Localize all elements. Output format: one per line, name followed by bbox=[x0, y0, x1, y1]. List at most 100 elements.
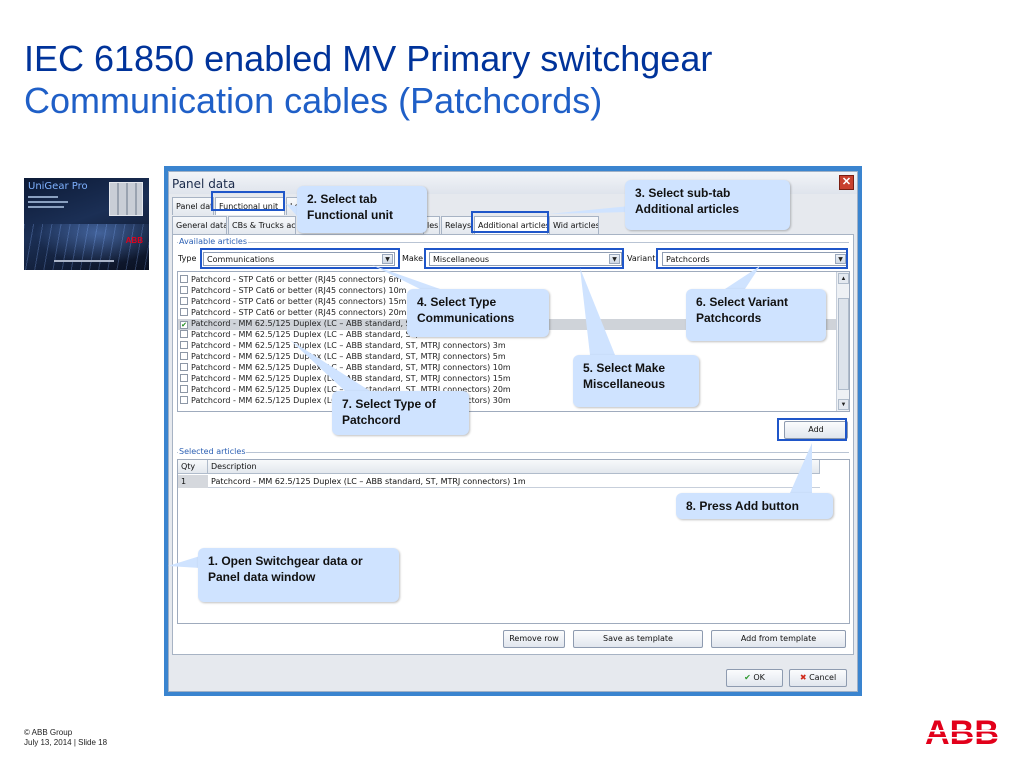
selected-articles-table: Qty Description 1 Patchcord - MM 62.5/12… bbox=[177, 459, 850, 624]
article-list-item[interactable]: Patchcord - MM 62.5/125 Duplex (LC – ABB… bbox=[178, 396, 836, 407]
thumbnail-title: UniGear Pro bbox=[28, 181, 88, 192]
make-select-value: Miscellaneous bbox=[433, 255, 490, 264]
article-list-item[interactable]: Patchcord - MM 62.5/125 Duplex (LC – ABB… bbox=[178, 330, 836, 341]
close-icon[interactable]: ✕ bbox=[839, 175, 854, 190]
articles-scrollbar[interactable]: ▲ ▼ bbox=[836, 272, 849, 411]
variant-label: Variant bbox=[627, 254, 656, 263]
article-label: Patchcord - STP Cat6 or better (RJ45 con… bbox=[191, 275, 402, 284]
thumbnail-text-line bbox=[28, 206, 64, 208]
panel-data-dialog: Panel data ✕ Panel data Functional unit … bbox=[168, 171, 858, 692]
article-label: Patchcord - MM 62.5/125 Duplex (LC – ABB… bbox=[191, 374, 511, 383]
callout-select-functional-unit: 2. Select tab Functional unit bbox=[297, 186, 427, 233]
variant-select-value: Patchcords bbox=[666, 255, 710, 264]
table-cell-description[interactable]: Patchcord - MM 62.5/125 Duplex (LC – ABB… bbox=[208, 475, 820, 488]
article-checkbox[interactable] bbox=[180, 297, 188, 305]
article-label: Patchcord - MM 62.5/125 Duplex (LC – ABB… bbox=[191, 341, 506, 350]
selected-articles-label: Selected articles bbox=[178, 447, 247, 456]
footer-date-slide: July 13, 2014 | Slide 18 bbox=[24, 738, 108, 747]
article-checkbox[interactable] bbox=[180, 396, 188, 404]
thumbnail-text-line bbox=[28, 201, 68, 203]
scroll-down-icon[interactable]: ▼ bbox=[838, 399, 849, 410]
article-checkbox[interactable] bbox=[180, 385, 188, 393]
thumbnail-text-line bbox=[28, 196, 58, 198]
article-checkbox[interactable] bbox=[180, 341, 188, 349]
article-list-item[interactable]: Patchcord - STP Cat6 or better (RJ45 con… bbox=[178, 297, 836, 308]
highlight-add-button bbox=[777, 418, 847, 441]
callout-select-make: 5. Select Make Miscellaneous bbox=[573, 355, 699, 407]
checkmark-icon: ✔ bbox=[744, 673, 751, 682]
table-cell-qty[interactable]: 1 bbox=[178, 475, 208, 488]
callout-select-variant: 6. Select Variant Patchcords bbox=[686, 289, 826, 341]
callout-select-type: 4. Select Type Communications bbox=[407, 289, 549, 337]
sub-tab-row: General data CBs & Trucks acc les Relays… bbox=[172, 216, 854, 234]
highlight-additional-articles-tab bbox=[471, 211, 549, 233]
article-list-item[interactable]: Patchcord - MM 62.5/125 Duplex (LC – ABB… bbox=[178, 341, 836, 352]
article-label: Patchcord - STP Cat6 or better (RJ45 con… bbox=[191, 297, 407, 306]
type-label: Type bbox=[178, 254, 197, 263]
slide-title: IEC 61850 enabled MV Primary switchgear bbox=[24, 38, 713, 79]
save-as-template-button[interactable]: Save as template bbox=[573, 630, 703, 648]
subtab-general-data[interactable]: General data bbox=[172, 216, 227, 234]
remove-row-button[interactable]: Remove row bbox=[503, 630, 565, 648]
article-checkbox[interactable] bbox=[180, 374, 188, 382]
article-checkbox[interactable]: ✔ bbox=[180, 321, 188, 329]
thumbnail-footer-line bbox=[54, 260, 114, 262]
article-list-item[interactable]: Patchcord - MM 62.5/125 Duplex (LC – ABB… bbox=[178, 352, 836, 363]
callout-open-panel-data: 1. Open Switchgear data or Panel data wi… bbox=[198, 548, 399, 602]
article-label: Patchcord - MM 62.5/125 Duplex (LC – ABB… bbox=[191, 363, 511, 372]
article-list-item[interactable]: Patchcord - STP Cat6 or better (RJ45 con… bbox=[178, 308, 836, 319]
footer-copyright: © ABB Group bbox=[24, 728, 73, 737]
article-list-item[interactable]: Patchcord - MM 62.5/125 Duplex (LC – ABB… bbox=[178, 363, 836, 374]
type-select[interactable]: Communications ▼ bbox=[203, 252, 395, 266]
subtab-wid-articles[interactable]: Wid articles bbox=[549, 216, 599, 234]
add-button[interactable]: Add bbox=[784, 421, 848, 439]
article-checkbox[interactable] bbox=[180, 330, 188, 338]
highlight-functional-unit-tab bbox=[211, 191, 285, 211]
article-label: Patchcord - STP Cat6 or better (RJ45 con… bbox=[191, 286, 407, 295]
article-checkbox[interactable] bbox=[180, 308, 188, 316]
scroll-up-icon[interactable]: ▲ bbox=[838, 273, 849, 284]
make-label: Make bbox=[402, 254, 424, 263]
callout-press-add: 8. Press Add button bbox=[676, 493, 833, 519]
selected-group-line bbox=[177, 452, 849, 453]
unigear-thumbnail[interactable]: UniGear Pro ABB bbox=[24, 178, 149, 270]
article-checkbox[interactable] bbox=[180, 352, 188, 360]
scrollbar-thumb[interactable] bbox=[838, 298, 849, 390]
available-group-line bbox=[177, 242, 849, 243]
ok-button[interactable]: ✔ OK bbox=[726, 669, 783, 687]
article-list-item[interactable]: Patchcord - STP Cat6 or better (RJ45 con… bbox=[178, 286, 836, 297]
subtab-relays[interactable]: Relays bbox=[441, 216, 473, 234]
make-select[interactable]: Miscellaneous ▼ bbox=[429, 252, 622, 266]
available-articles-label: Available articles bbox=[178, 237, 249, 246]
highlight-make-select bbox=[424, 248, 624, 269]
article-checkbox[interactable] bbox=[180, 363, 188, 371]
thumbnail-background bbox=[24, 224, 149, 270]
type-select-value: Communications bbox=[207, 255, 275, 264]
add-from-template-button[interactable]: Add from template bbox=[711, 630, 846, 648]
dialog-title: Panel data bbox=[172, 177, 236, 191]
article-checkbox[interactable] bbox=[180, 275, 188, 283]
chevron-down-icon[interactable]: ▼ bbox=[382, 254, 393, 264]
callout-select-additional-articles: 3. Select sub-tab Additional articles bbox=[625, 180, 790, 230]
cancel-button[interactable]: ✖ Cancel bbox=[789, 669, 847, 687]
article-checkbox[interactable] bbox=[180, 286, 188, 294]
article-list-item[interactable]: Patchcord - MM 62.5/125 Duplex (LC – ABB… bbox=[178, 385, 836, 396]
article-list-item[interactable]: Patchcord - MM 62.5/125 Duplex (LC – ABB… bbox=[178, 374, 836, 385]
switchgear-cabinet-icon bbox=[109, 182, 143, 216]
highlight-variant-select bbox=[656, 248, 848, 269]
article-label: Patchcord - STP Cat6 or better (RJ45 con… bbox=[191, 308, 407, 317]
column-header-qty[interactable]: Qty bbox=[178, 460, 208, 474]
chevron-down-icon[interactable]: ▼ bbox=[609, 254, 620, 264]
column-header-description[interactable]: Description bbox=[208, 460, 820, 474]
article-list-item[interactable]: Patchcord - STP Cat6 or better (RJ45 con… bbox=[178, 275, 836, 286]
chevron-down-icon[interactable]: ▼ bbox=[835, 254, 846, 264]
article-label: Patchcord - MM 62.5/125 Duplex (LC – ABB… bbox=[191, 319, 428, 328]
tab-panel-data[interactable]: Panel data bbox=[172, 197, 214, 215]
callout-select-patchcord: 7. Select Type of Patchcord bbox=[332, 391, 469, 435]
subtab-cbs-trucks[interactable]: CBs & Trucks acc bbox=[228, 216, 296, 234]
cancel-label: Cancel bbox=[809, 673, 837, 682]
cancel-x-icon: ✖ bbox=[799, 673, 807, 682]
highlight-type-select bbox=[200, 248, 400, 269]
abb-logo: ABB bbox=[925, 717, 999, 745]
ok-label: OK bbox=[753, 673, 765, 682]
